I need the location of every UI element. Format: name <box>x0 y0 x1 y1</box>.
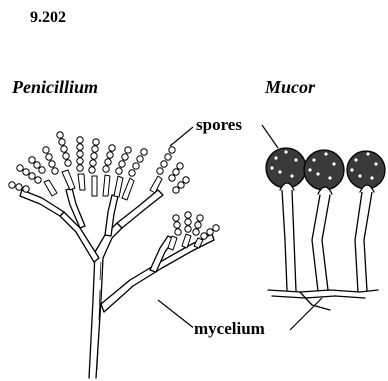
spores-label: spores <box>195 115 243 135</box>
mycelium-label: mycelium <box>193 319 266 339</box>
mucor-drawing <box>266 148 385 310</box>
penicillium-drawing <box>9 132 219 378</box>
